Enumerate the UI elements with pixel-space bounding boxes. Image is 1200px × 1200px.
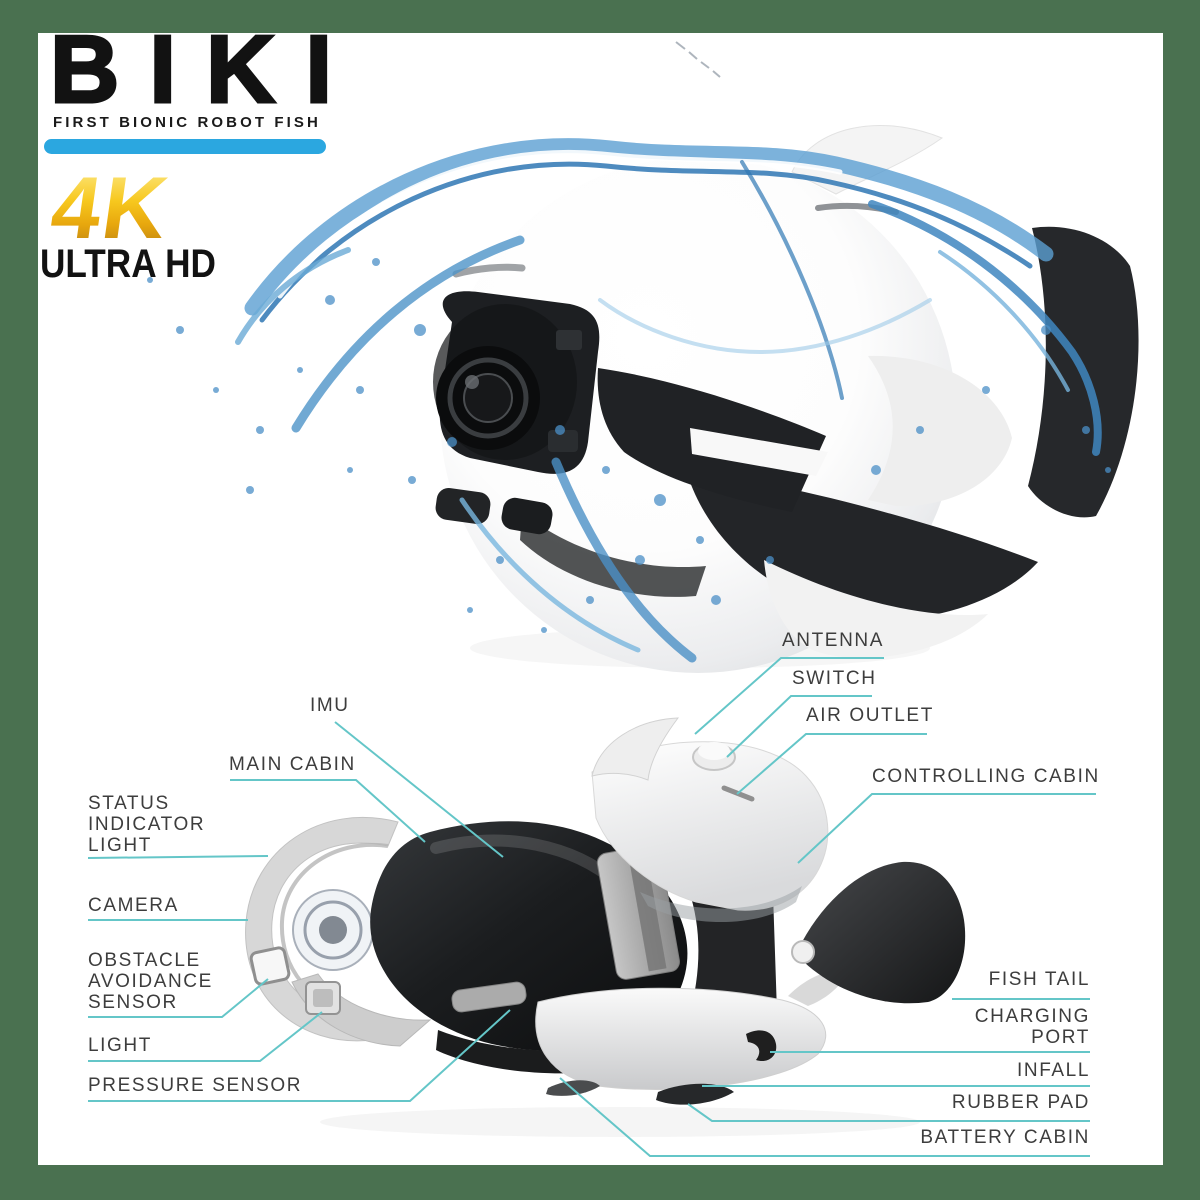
label-charging-port: CHARGING PORT [974, 1006, 1090, 1048]
sensor-slit-left [435, 487, 491, 525]
charging-port-hook [746, 1030, 777, 1062]
label-controlling-cabin: CONTROLLING CABIN [872, 766, 1100, 787]
leader-status-indicator-light [87, 855, 269, 859]
fish-tail-fin [791, 861, 966, 1004]
label-rubber-pad: RUBBER PAD [951, 1092, 1090, 1113]
badge-ultra-hd: ULTRA HD [40, 242, 216, 286]
diagram-shadow [320, 1107, 920, 1137]
label-camera: CAMERA [88, 895, 179, 916]
label-battery-cabin: BATTERY CABIN [920, 1127, 1090, 1148]
label-fish-tail: FISH TAIL [988, 969, 1090, 990]
label-light: LIGHT [88, 1035, 152, 1056]
label-switch: SWITCH [792, 668, 877, 689]
light-module [305, 981, 341, 1015]
label-infall: INFALL [1017, 1060, 1090, 1081]
label-obstacle-avoidance-sensor: OBSTACLE AVOIDANCE SENSOR [88, 950, 213, 1013]
label-air-outlet: AIR OUTLET [806, 705, 934, 726]
brand-logo: BIKI [49, 16, 362, 123]
leader-light [88, 1011, 323, 1062]
leader-controlling-cabin [797, 793, 1096, 864]
dorsal-fin [791, 125, 944, 195]
frame-border-right [1163, 0, 1200, 1200]
pectoral-white-stripe [690, 428, 828, 476]
tail-cone [868, 355, 1012, 507]
sensor-slit-right [501, 497, 553, 535]
bottom-white-fin [764, 560, 988, 658]
leader-lines [87, 657, 1096, 1157]
leader-switch [726, 695, 872, 758]
label-main-cabin: MAIN CABIN [229, 754, 356, 775]
frame-border-left [0, 0, 38, 1200]
antenna-fin [591, 717, 680, 781]
switch-button [692, 742, 736, 771]
leader-obstacle-sensor [88, 978, 269, 1018]
camera-dome [292, 889, 374, 971]
faint-watermark [675, 41, 721, 78]
camera-panel [433, 291, 600, 474]
obstacle-sensor-window [249, 946, 291, 986]
leader-main-cabin [230, 779, 426, 843]
logo-underline-bar [44, 139, 326, 154]
leader-air-outlet [736, 733, 927, 795]
water-splash [235, 138, 1102, 663]
label-antenna: ANTENNA [782, 630, 884, 651]
pressure-sensor-module [451, 981, 527, 1013]
label-imu: IMU [310, 695, 350, 716]
label-pressure-sensor: PRESSURE SENSOR [88, 1075, 303, 1096]
badge-4k: 4K [45, 158, 176, 257]
product-photo [147, 125, 1139, 673]
jaw-shadow [520, 512, 706, 597]
leader-imu [334, 721, 504, 858]
leader-battery-cabin [559, 1077, 1090, 1157]
leader-pressure-sensor [88, 1009, 511, 1102]
gill-slit [452, 263, 526, 278]
frame-border-bottom [0, 1165, 1200, 1200]
water-droplets [147, 258, 1111, 633]
leader-rubber-pad [687, 1103, 1090, 1122]
frame-border-top [0, 0, 1200, 33]
infall-fin [656, 1083, 734, 1105]
leader-antenna [694, 657, 884, 735]
brand-tagline: FIRST BIONIC ROBOT FISH [53, 114, 321, 131]
label-status-indicator-light: STATUS INDICATOR LIGHT [88, 793, 206, 856]
